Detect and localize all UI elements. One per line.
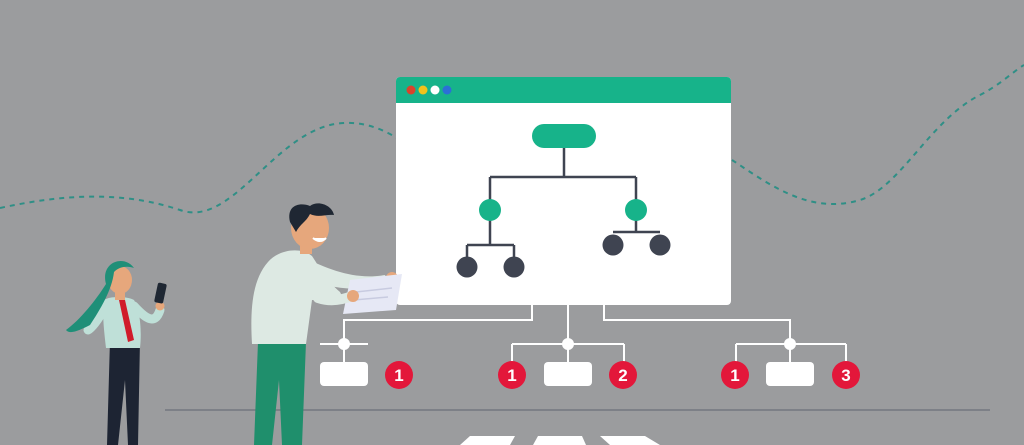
badge-right-group-right: 3 bbox=[832, 361, 860, 389]
junction-dot bbox=[338, 338, 350, 350]
chart-document-icon bbox=[343, 274, 402, 314]
badge-middle-group-right: 2 bbox=[609, 361, 637, 389]
woman-figure bbox=[66, 261, 167, 445]
window-dot-red[interactable] bbox=[406, 85, 416, 95]
sitemap-connectors bbox=[320, 305, 847, 362]
junction-dot bbox=[784, 338, 796, 350]
smartphone-icon bbox=[154, 282, 167, 304]
dashed-wave-right bbox=[731, 64, 1024, 205]
badge-right-group-left: 1 bbox=[721, 361, 749, 389]
junction-dot bbox=[562, 338, 574, 350]
bottom-stripes bbox=[460, 436, 660, 445]
badge-number: 1 bbox=[394, 366, 403, 385]
window-dot-white[interactable] bbox=[430, 85, 440, 95]
tree-node-right bbox=[625, 199, 647, 221]
page-box[interactable] bbox=[320, 362, 368, 386]
tree-leaf bbox=[456, 256, 478, 278]
page-box[interactable] bbox=[544, 362, 592, 386]
window-dot-yellow[interactable] bbox=[418, 85, 428, 95]
badge-number: 1 bbox=[730, 366, 739, 385]
tree-leaf bbox=[602, 234, 624, 256]
tree-node-left bbox=[479, 199, 501, 221]
browser-window bbox=[396, 77, 731, 305]
badge-middle-group-left: 1 bbox=[498, 361, 526, 389]
page-box[interactable] bbox=[766, 362, 814, 386]
badge-number: 2 bbox=[618, 366, 627, 385]
badge-number: 1 bbox=[507, 366, 516, 385]
hierarchy-diagram bbox=[465, 148, 660, 258]
man-figure bbox=[251, 203, 402, 445]
dashed-wave-left bbox=[0, 121, 401, 214]
tree-leaf bbox=[503, 256, 525, 278]
badge-number: 3 bbox=[841, 366, 850, 385]
tree-root-node bbox=[532, 124, 596, 148]
badge-left-group-right: 1 bbox=[385, 361, 413, 389]
tree-leaf bbox=[649, 234, 671, 256]
window-dot-blue[interactable] bbox=[442, 85, 452, 95]
